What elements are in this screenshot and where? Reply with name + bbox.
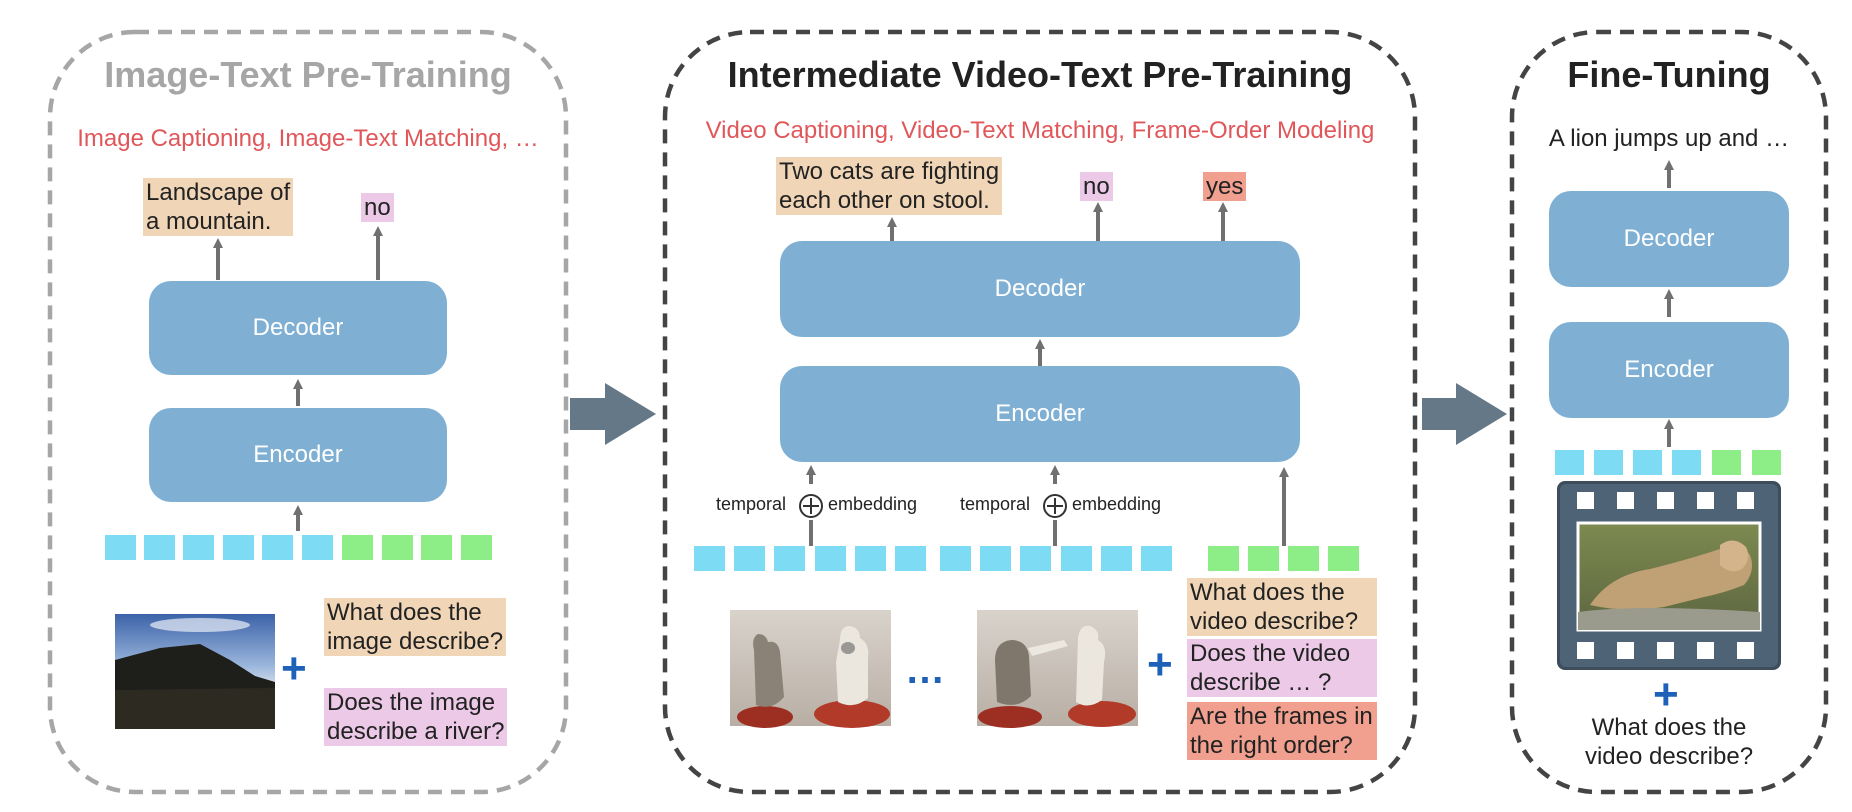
left-question-1: What does the image describe? [324,598,507,656]
left-question-1-line2: image describe? [327,628,504,655]
mid-question-3-line2: the right order? [1190,732,1353,759]
mid-circled-plus-2 [1043,494,1067,518]
mid-visual-token [940,546,971,571]
left-decoder-block: Decoder [149,281,447,375]
mid-visual-token [895,546,926,571]
mid-visual-token [815,546,846,571]
left-output-match: no [361,193,394,222]
right-text-token [1712,450,1741,475]
left-output-caption-line1: Landscape of [146,179,291,206]
stage-arrow-1 [570,383,656,445]
left-visual-token [262,535,293,560]
mid-visual-token [855,546,886,571]
mid-temporal-label-2: temporal [960,494,1031,514]
mid-visual-token [980,546,1011,571]
right-question-line1: What does the [1591,714,1747,741]
cat-frame-image-2 [977,610,1138,728]
mid-visual-token [1101,546,1132,571]
cat-frame-image-1 [730,610,891,728]
mid-question-1-line1: What does the [1190,579,1345,606]
mid-output-caption-line2: each other on stool. [779,187,990,214]
left-text-token [461,535,492,560]
stage-arrow-2 [1422,383,1507,445]
mid-text-token [1328,546,1359,571]
mid-output-match: no [1080,172,1113,201]
mid-plus-icon: + [1147,640,1173,689]
mid-question-2-line2: describe … ? [1190,669,1332,696]
mid-visual-token [1141,546,1172,571]
mid-embedding-label-1: embedding [828,494,918,514]
left-visual-token [302,535,333,560]
right-visual-token [1555,450,1584,475]
left-encoder-block: Encoder [149,408,447,502]
right-text-token [1752,450,1781,475]
left-panel-tasks: Image Captioning, Image-Text Matching, … [77,125,539,152]
mid-visual-token [1020,546,1051,571]
middle-panel-tasks: Video Captioning, Video-Text Matching, F… [705,117,1375,144]
mid-output-order: yes [1203,172,1247,201]
left-visual-token [223,535,254,560]
right-question: What does the video describe? [1540,713,1798,771]
mid-output-caption: Two cats are fighting each other on stoo… [776,157,1003,215]
left-question-2: Does the image describe a river? [324,688,508,746]
mid-question-3: Are the frames in the right order? [1187,702,1377,760]
middle-panel-border [662,29,1418,795]
left-output-caption: Landscape of a mountain. [143,178,294,236]
right-visual-token [1672,450,1701,475]
mid-question-3-line1: Are the frames in [1190,703,1373,730]
mid-text-token [1288,546,1319,571]
mid-circled-plus-1 [799,494,823,518]
mid-question-1-line2: video describe? [1190,608,1359,635]
mid-question-2: Does the video describe … ? [1187,639,1377,697]
left-visual-token [144,535,175,560]
right-panel-output: A lion jumps up and … [1548,125,1790,152]
right-question-line2: video describe? [1584,743,1754,770]
mid-text-token [1208,546,1239,571]
left-question-1-line1: What does the [327,599,482,626]
right-visual-token [1594,450,1623,475]
mid-question-2-line1: Does the video [1190,640,1351,667]
mid-decoder-block: Decoder [780,241,1300,337]
mid-text-token [1248,546,1279,571]
mid-temporal-label-1: temporal [716,494,787,514]
right-plus-icon: + [1653,670,1679,719]
right-panel-border [1509,29,1829,795]
left-text-token [421,535,452,560]
right-visual-token [1633,450,1662,475]
mid-visual-token [694,546,725,571]
left-panel-border [47,29,569,795]
mid-encoder-block: Encoder [780,366,1300,462]
left-text-token [342,535,373,560]
mid-output-caption-line1: Two cats are fighting [779,158,1000,185]
mid-visual-token [734,546,765,571]
right-encoder-block: Encoder [1549,322,1789,418]
left-question-2-line2: describe a river? [327,718,505,745]
left-visual-token [183,535,214,560]
lion-film-strip-image [1557,481,1781,670]
landscape-image [115,614,275,729]
mid-visual-token [1061,546,1092,571]
mid-question-1: What does the video describe? [1187,578,1377,636]
mid-frames-ellipsis: … [905,648,945,692]
left-visual-token [105,535,136,560]
mid-visual-token [774,546,805,571]
right-decoder-block: Decoder [1549,191,1789,287]
mid-embedding-label-2: embedding [1072,494,1162,514]
right-panel-title: Fine-Tuning [1567,54,1771,95]
left-plus-icon: + [281,644,307,693]
middle-panel-title: Intermediate Video-Text Pre-Training [727,54,1353,95]
left-panel-title: Image-Text Pre-Training [104,54,512,95]
left-question-2-line1: Does the image [327,689,496,716]
left-text-token [382,535,413,560]
left-output-caption-line2: a mountain. [146,208,272,235]
